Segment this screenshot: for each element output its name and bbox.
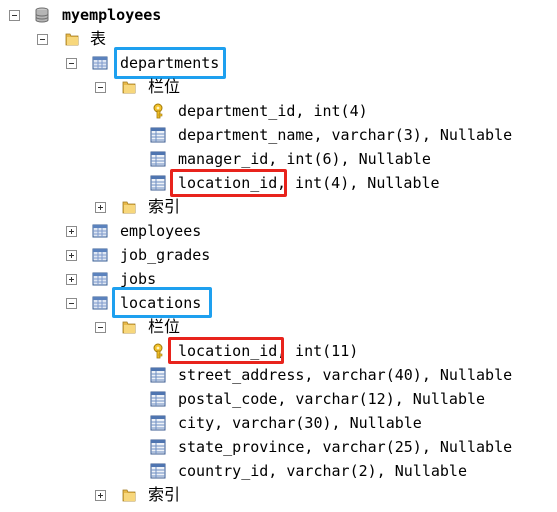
column-name: location_id [178,342,278,360]
database-icon [34,7,50,23]
highlight-location-id-departments [170,169,287,197]
highlight-location-id-locations [168,337,284,364]
column-label: postal_code, varchar(12), Nullable [178,390,486,408]
highlight-locations [112,287,212,318]
collapse-toggle[interactable] [37,34,48,45]
column-type: , int(4), Nullable [277,174,440,192]
column-name: location_id [178,174,278,192]
table-icon [92,223,108,239]
collapse-toggle[interactable] [95,82,106,93]
column-icon [150,463,166,479]
folder-icon [64,31,80,47]
columns-folder-label: 栏位 [148,317,181,336]
collapse-toggle[interactable] [66,58,77,69]
column-icon [150,175,166,191]
table-label-jobs: jobs [120,270,157,288]
tables-folder-label: 表 [90,29,107,48]
folder-icon [121,79,137,95]
expand-toggle[interactable] [66,274,77,285]
column-label: city, varchar(30), Nullable [178,414,422,432]
expand-toggle[interactable] [66,226,77,237]
column-label: manager_id, int(6), Nullable [178,150,431,168]
collapse-toggle[interactable] [66,298,77,309]
table-label-job-grades: job_grades [120,246,211,264]
column-icon [150,415,166,431]
table-icon [92,247,108,263]
column-label: state_province, varchar(25), Nullable [178,438,513,456]
column-label: country_id, varchar(2), Nullable [178,462,467,480]
column-icon [150,151,166,167]
column-icon [150,127,166,143]
folder-icon [121,487,137,503]
table-label-locations: locations [120,294,202,312]
expand-toggle[interactable] [95,490,106,501]
table-icon [92,55,108,71]
database-label: myemployees [62,6,162,24]
collapse-toggle[interactable] [9,10,20,21]
folder-icon [121,199,137,215]
column-label: department_name, varchar(3), Nullable [178,126,513,144]
expand-toggle[interactable] [66,250,77,261]
highlight-departments [114,47,226,79]
column-icon [150,391,166,407]
column-label: street_address, varchar(40), Nullable [178,366,513,384]
folder-icon [121,319,137,335]
primary-key-icon [150,343,166,359]
table-label-departments: departments [120,54,220,72]
index-folder-label: 索引 [148,485,181,504]
table-label-employees: employees [120,222,202,240]
index-folder-label: 索引 [148,197,181,216]
primary-key-icon [150,103,166,119]
column-type: , int(11) [277,342,359,360]
expand-toggle[interactable] [95,202,106,213]
table-icon [92,271,108,287]
collapse-toggle[interactable] [95,322,106,333]
column-icon [150,367,166,383]
column-label: department_id, int(4) [178,102,368,120]
table-icon [92,295,108,311]
columns-folder-label: 栏位 [148,77,181,96]
column-icon [150,439,166,455]
